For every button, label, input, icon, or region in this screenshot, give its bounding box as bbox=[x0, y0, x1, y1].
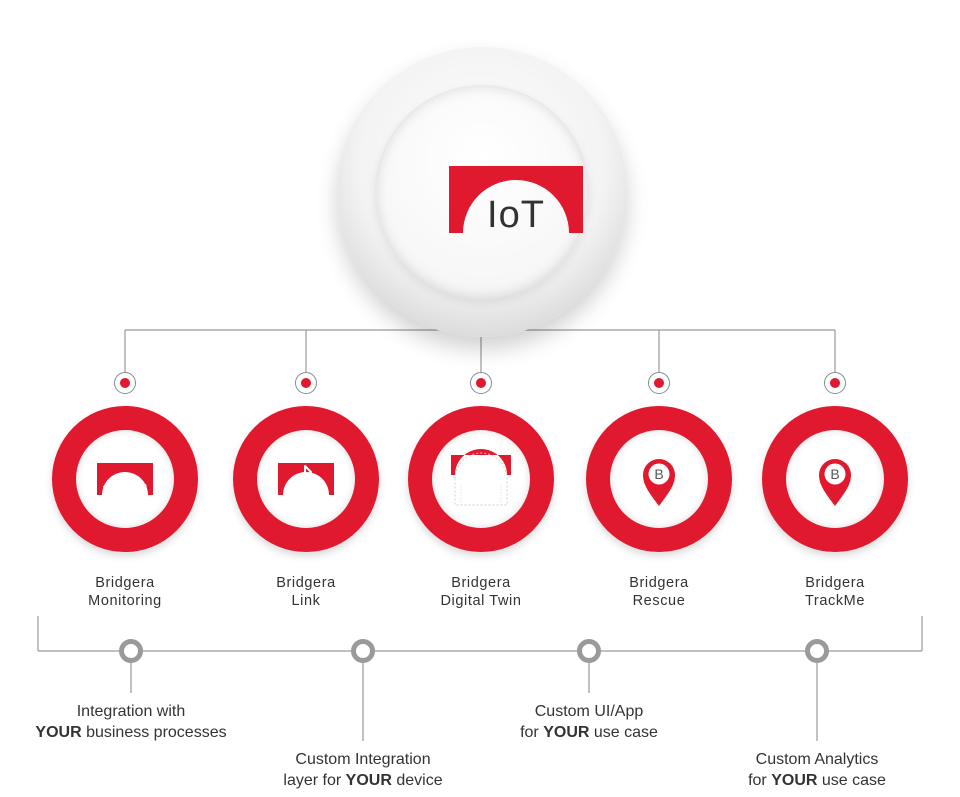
pin-badge-text: B bbox=[654, 466, 663, 482]
product-title: Digital Twin bbox=[440, 593, 522, 609]
service-line1: Integration with bbox=[76, 703, 186, 720]
service-line2-pre: layer for bbox=[283, 772, 346, 789]
service-node-dot bbox=[805, 639, 829, 663]
iot-hub: IoT bbox=[337, 47, 627, 337]
product-icon-well: B bbox=[786, 430, 884, 528]
service-line2: YOUR business processes bbox=[21, 722, 241, 743]
service-custom-analytics: Custom Analytics for YOUR use case bbox=[707, 749, 927, 791]
service-line2-text: use case bbox=[589, 724, 658, 741]
iot-label: IoT bbox=[487, 194, 545, 236]
monitoring-pulse-icon bbox=[97, 463, 153, 495]
service-line1: Custom UI/App bbox=[534, 703, 644, 720]
service-node-dot bbox=[351, 639, 375, 663]
product-title: Monitoring bbox=[88, 593, 162, 609]
product-name-link: Bridgera Link bbox=[216, 574, 396, 610]
product-icon-well: B bbox=[610, 430, 708, 528]
product-name-digital-twin: Bridgera Digital Twin bbox=[391, 574, 571, 610]
your-emphasis: YOUR bbox=[35, 724, 82, 741]
location-pin-icon: B bbox=[819, 459, 851, 506]
connector-node-dot bbox=[295, 372, 317, 394]
digital-twin-icon bbox=[451, 449, 511, 506]
your-emphasis: YOUR bbox=[345, 772, 392, 789]
bluetooth-icon bbox=[278, 463, 334, 495]
service-line1: Custom Integration bbox=[295, 751, 431, 768]
connector-node-dot bbox=[470, 372, 492, 394]
product-icon-well bbox=[76, 430, 174, 528]
bridgera-arch-icon bbox=[449, 166, 583, 233]
connector-node-dot bbox=[114, 372, 136, 394]
product-brand: Bridgera bbox=[805, 575, 865, 591]
pin-badge-text: B bbox=[830, 466, 839, 482]
service-node-dot bbox=[119, 639, 143, 663]
product-brand: Bridgera bbox=[276, 575, 336, 591]
your-emphasis: YOUR bbox=[771, 772, 818, 789]
product-brand: Bridgera bbox=[95, 575, 155, 591]
service-node-dot bbox=[577, 639, 601, 663]
service-line2-text: business processes bbox=[81, 724, 227, 741]
connector-node-dot bbox=[648, 372, 670, 394]
product-link bbox=[233, 406, 379, 552]
service-line1: Custom Analytics bbox=[755, 751, 879, 768]
iot-hub-inner: IoT bbox=[375, 85, 589, 299]
service-line2: for YOUR use case bbox=[707, 770, 927, 791]
service-line2: layer for YOUR device bbox=[253, 770, 473, 791]
product-title: Link bbox=[291, 593, 321, 609]
product-monitoring bbox=[52, 406, 198, 552]
product-icon-well bbox=[432, 430, 530, 528]
product-digital-twin bbox=[408, 406, 554, 552]
service-line2-pre: for bbox=[520, 724, 544, 741]
product-brand: Bridgera bbox=[451, 575, 511, 591]
service-business-integration: Integration with YOUR business processes bbox=[21, 701, 241, 743]
connector-node-dot bbox=[824, 372, 846, 394]
product-trackme: B bbox=[762, 406, 908, 552]
service-custom-ui: Custom UI/App for YOUR use case bbox=[479, 701, 699, 743]
product-name-trackme: Bridgera TrackMe bbox=[745, 574, 925, 610]
service-line2-text: use case bbox=[817, 772, 886, 789]
service-line2-text: device bbox=[391, 772, 443, 789]
product-name-monitoring: Bridgera Monitoring bbox=[35, 574, 215, 610]
service-integration-layer: Custom Integration layer for YOUR device bbox=[253, 749, 473, 791]
service-line2-pre: for bbox=[748, 772, 772, 789]
product-icon-well bbox=[257, 430, 355, 528]
your-emphasis: YOUR bbox=[543, 724, 590, 741]
product-name-rescue: Bridgera Rescue bbox=[569, 574, 749, 610]
location-pin-icon: B bbox=[643, 459, 675, 506]
service-line2: for YOUR use case bbox=[479, 722, 699, 743]
product-title: Rescue bbox=[632, 593, 686, 609]
product-brand: Bridgera bbox=[629, 575, 689, 591]
product-rescue: B bbox=[586, 406, 732, 552]
product-title: TrackMe bbox=[804, 593, 866, 609]
